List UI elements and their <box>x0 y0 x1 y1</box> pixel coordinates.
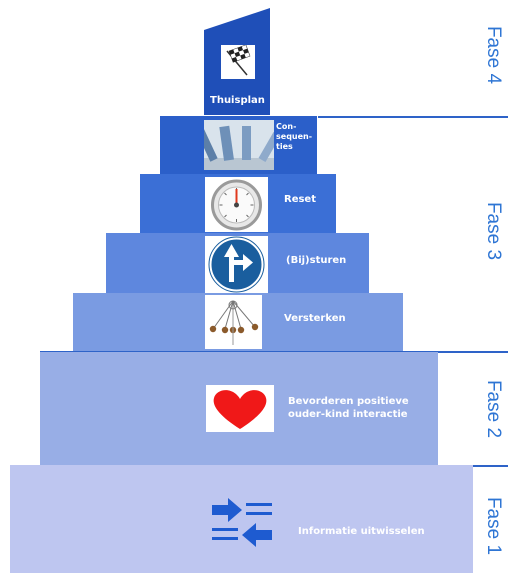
exchange-arrows-icon <box>210 495 274 549</box>
newtons-cradle-icon <box>205 295 262 349</box>
tier-label-thuisplan: Thuisplan <box>210 95 265 106</box>
phase-label-2: Fase 2 <box>483 379 504 439</box>
tier-label-versterken: Versterken <box>284 313 346 324</box>
tier-label-consequenties-line1: Con- <box>276 122 297 131</box>
tier-label-bevorderen-line2: ouder-kind interactie <box>288 408 408 420</box>
direction-sign-icon <box>205 236 268 293</box>
tier-versterken: Versterken <box>73 293 403 351</box>
heart-icon <box>206 385 274 432</box>
tier-label-bevorderen: Bevorderen positieve ouder-kind interact… <box>288 396 409 421</box>
tier-consequenties: Con- sequen- ties <box>160 116 317 174</box>
tier-label-consequenties-line3: ties <box>276 142 293 151</box>
tier-thuisplan: Thuisplan <box>204 8 270 115</box>
phase-divider-2-1 <box>438 465 508 467</box>
tier-label-reset: Reset <box>284 194 316 205</box>
phase-label-4: Fase 4 <box>483 25 504 85</box>
phase-divider-4-3 <box>318 116 508 118</box>
falling-dominoes-icon <box>204 120 274 170</box>
tier-reset: Reset <box>140 174 336 233</box>
phase-label-1: Fase 1 <box>483 496 504 556</box>
tier-bevorderen: Bevorderen positieve ouder-kind interact… <box>40 352 438 465</box>
tier-label-consequenties-line2: sequen- <box>276 132 313 141</box>
tier-label-bijsturen: (Bij)sturen <box>286 255 347 266</box>
phase-label-3: Fase 3 <box>483 201 504 261</box>
tier-bijsturen: (Bij)sturen <box>106 233 369 293</box>
tier-label-consequenties: Con- sequen- ties <box>276 122 312 152</box>
stopwatch-icon <box>205 177 268 232</box>
tier-label-bevorderen-line1: Bevorderen positieve <box>288 396 409 407</box>
tier-label-informatie: Informatie uitwisselen <box>298 526 425 537</box>
tier-informatie-uitwisselen: Informatie uitwisselen <box>10 465 473 573</box>
checkered-flag-icon <box>221 44 255 79</box>
